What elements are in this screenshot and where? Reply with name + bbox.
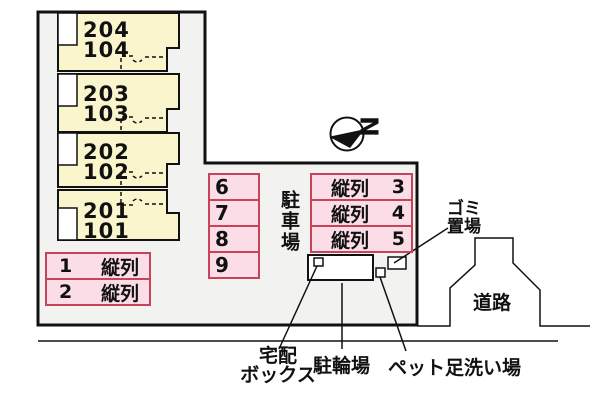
road-label: 道路	[473, 292, 512, 314]
parking-space-5-tandem: 縦列 5	[310, 225, 413, 253]
parking-space-7-number: 7	[215, 201, 229, 225]
parking-space-9-number: 9	[215, 253, 229, 277]
parking-space-8: 8	[208, 225, 260, 253]
unit-202-102-stairs-dashed	[120, 171, 167, 185]
parking-space-5-number: 5	[391, 228, 405, 250]
delivery-box-rect	[313, 257, 324, 267]
unit-101-number: 101	[83, 219, 130, 243]
parking-space-6-number: 6	[215, 175, 229, 199]
unit-label-203-103: 203 103	[83, 82, 130, 126]
garbage-area-label: ゴミ 置場	[438, 200, 490, 236]
parking-space-8-number: 8	[215, 227, 229, 251]
unit-label-204-104: 204 104	[83, 18, 130, 62]
compass-needle	[330, 130, 364, 148]
parking-space-1-number: 1	[59, 255, 73, 277]
parking-space-3-tandem: 縦列 3	[310, 173, 413, 201]
delivery-box-label: 宅配 ボックス	[236, 347, 320, 385]
garbage-area-rect	[387, 256, 407, 270]
delivery-box-leader-line	[278, 265, 318, 350]
tandem-label: 縦列	[331, 203, 370, 226]
tandem-label: 縦列	[100, 282, 139, 305]
parking-space-1-tandem: 1 縦列	[45, 252, 151, 280]
unit-102-number: 102	[83, 160, 130, 184]
unit-201-101-stairs-dashed	[120, 192, 167, 206]
garbage-label-line1: ゴミ	[447, 199, 481, 219]
unit-204-104-entrance-notch	[57, 12, 78, 46]
tandem-label: 縦列	[331, 177, 370, 200]
tandem-label: 縦列	[331, 229, 370, 252]
unit-203-number: 203	[83, 82, 130, 106]
parking-space-7: 7	[208, 199, 260, 227]
unit-203-103-stairs-dashed	[120, 116, 167, 130]
unit-103-number: 103	[83, 102, 130, 126]
unit-label-202-102: 202 102	[83, 140, 130, 184]
garbage-label-line2: 置場	[447, 217, 481, 237]
parking-space-3-number: 3	[391, 176, 405, 198]
delivery-label-line2: ボックス	[240, 364, 316, 386]
parking-space-4-tandem: 縦列 4	[310, 199, 413, 227]
pet-foot-wash-leader-line	[379, 276, 407, 352]
unit-201-number: 201	[83, 199, 130, 223]
parking-space-4-number: 4	[391, 202, 405, 224]
unit-204-104-stairs-dashed	[120, 55, 167, 69]
unit-label-201-101: 201 101	[83, 199, 130, 243]
unit-204-number: 204	[83, 18, 130, 42]
garbage-area-leader-line	[393, 227, 449, 264]
unit-201-101-entrance-notch	[57, 207, 78, 241]
parking-space-6: 6	[208, 173, 260, 201]
parking-space-2-tandem: 2 縦列	[45, 278, 151, 306]
unit-202-number: 202	[83, 140, 130, 164]
compass-north-letter: N	[354, 116, 384, 137]
unit-203-103-entrance-notch	[57, 73, 78, 107]
bicycle-parking-label: 駐輪場	[313, 355, 371, 377]
parking-lot-label: 駐車場	[278, 190, 300, 253]
tandem-label: 縦列	[100, 256, 139, 279]
unit-202-102-entrance-notch	[57, 132, 78, 166]
unit-104-number: 104	[83, 38, 130, 62]
parking-space-9: 9	[208, 251, 260, 279]
pet-foot-wash-label: ペット足洗い場	[388, 357, 522, 379]
parking-space-2-number: 2	[59, 281, 73, 303]
road-outline	[417, 237, 590, 327]
delivery-label-line1: 宅配	[258, 345, 297, 367]
pet-foot-wash-rect	[375, 267, 386, 278]
